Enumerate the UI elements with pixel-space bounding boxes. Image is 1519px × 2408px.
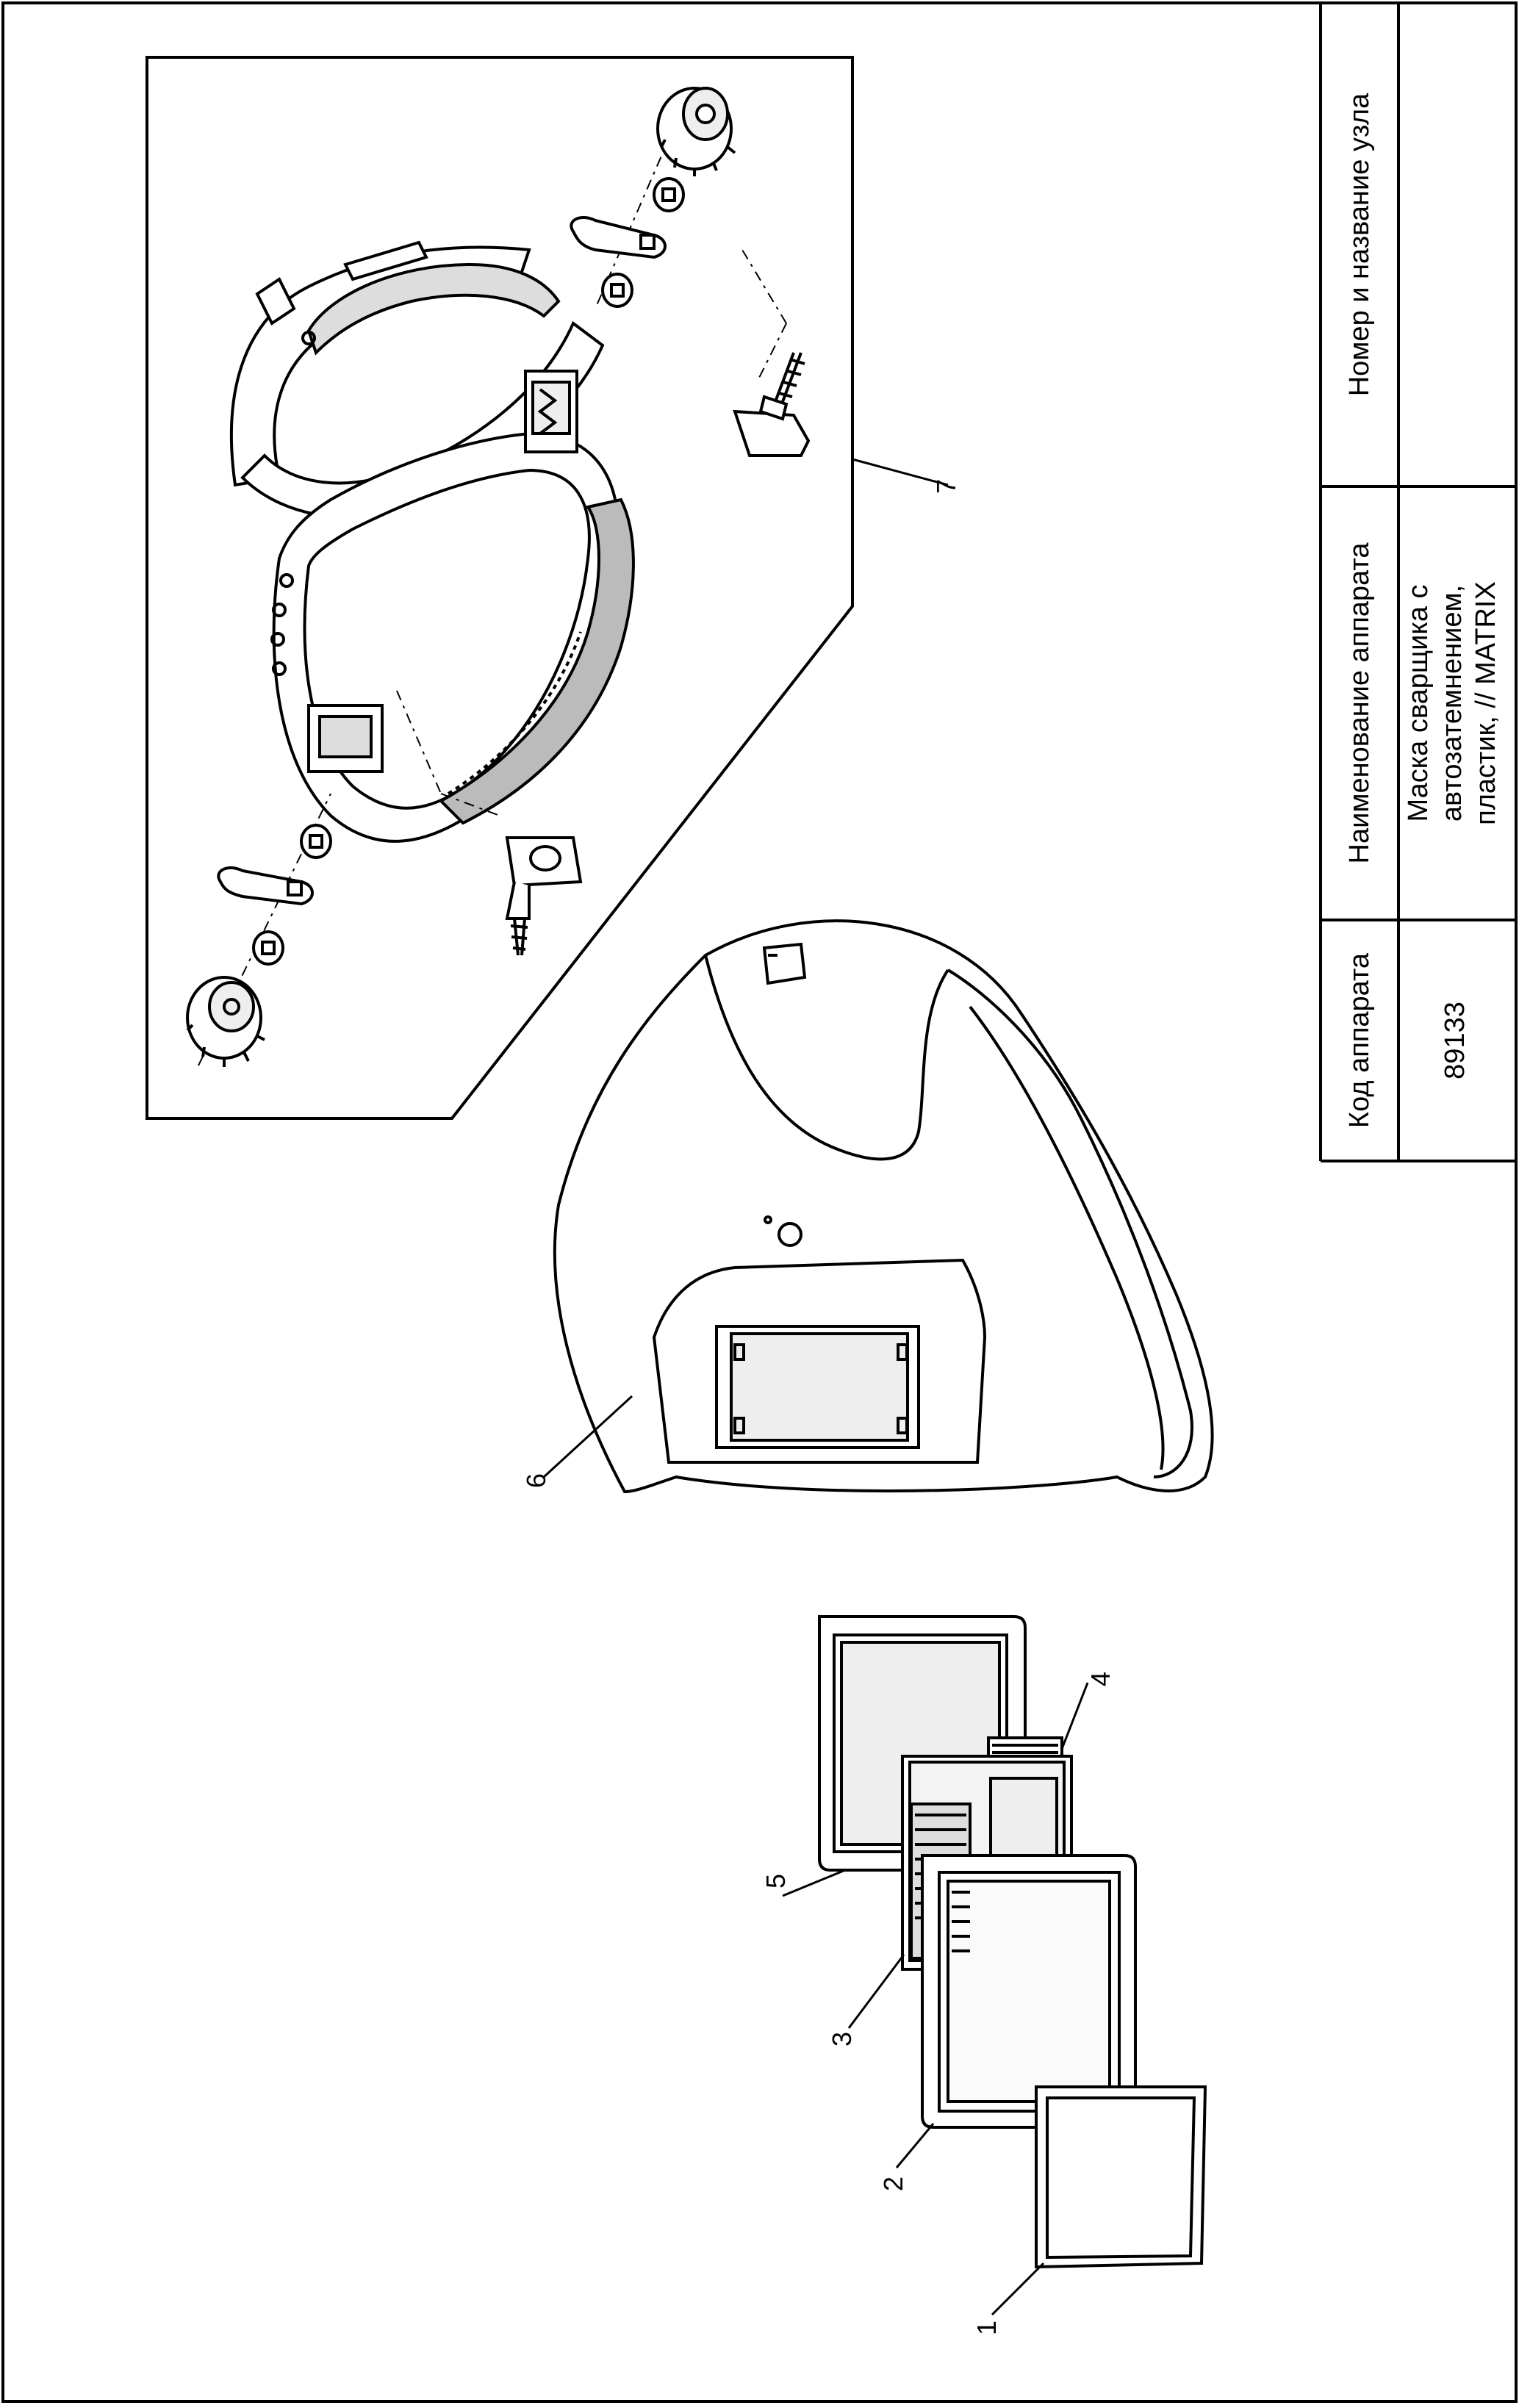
exploded-hardware-left <box>186 690 583 1067</box>
callout-4: 4 <box>1085 1672 1116 1686</box>
callout-2-leader <box>895 2123 935 2168</box>
inset-frame <box>146 56 854 1120</box>
unit-name-header: Номер и название узла <box>1344 93 1375 396</box>
callout-5-leader <box>782 1869 846 1897</box>
adjustment-knob-left <box>186 976 265 1067</box>
callout-6: 6 <box>521 1473 551 1488</box>
callout-3-leader <box>847 1954 905 2029</box>
device-name-header: Наименование аппарата <box>1344 542 1375 864</box>
code-header: Код аппарата <box>1344 952 1375 1128</box>
callout-4-leader <box>1060 1682 1089 1750</box>
callout-2: 2 <box>878 2177 908 2191</box>
callout-1-leader <box>991 2262 1045 2316</box>
clear-lens-1 <box>1035 2085 1207 2269</box>
sweatband <box>438 497 635 825</box>
device-name-line2: автозатемнением, <box>1437 585 1468 822</box>
device-name-line3: пластик, // MATRIX <box>1470 581 1501 825</box>
title-block <box>1319 3 1516 1162</box>
adjustment-knob-right <box>656 87 736 176</box>
callout-7: 7 <box>931 479 961 494</box>
callout-6-leader <box>542 1395 633 1478</box>
welding-helmet-shell <box>542 919 1214 1494</box>
callout-3: 3 <box>827 2032 857 2046</box>
lens-cartridge-assembly <box>782 1615 1207 2316</box>
screw-mount-right <box>733 249 811 457</box>
exploded-hardware-right <box>570 87 811 457</box>
headgear-harness-illustration <box>229 240 635 843</box>
headgear-inset: 7 <box>146 56 961 1120</box>
callout-5: 5 <box>761 1874 791 1888</box>
callout-1: 1 <box>972 2321 1002 2335</box>
callout-7-leader <box>852 458 949 486</box>
device-name-line1: Маска сварщика с <box>1403 584 1434 822</box>
code-value: 89133 <box>1440 1002 1470 1079</box>
screw-mount-left <box>396 690 583 956</box>
